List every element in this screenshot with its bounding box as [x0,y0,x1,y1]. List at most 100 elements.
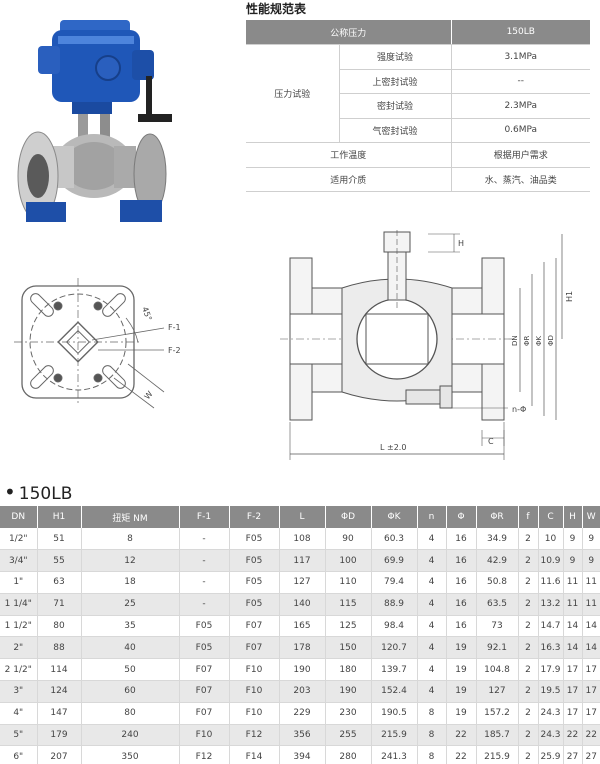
table-cell: 51 [37,528,82,551]
dimension-table-header-cell: Φ [446,506,477,528]
dimension-table-header-cell: ΦR [476,506,519,528]
table-cell: 9 [582,549,600,573]
table-cell: 350 [81,745,180,764]
spec-table: 公称压力 150LB 压力试验 强度试验 3.1MPa 上密封试验 -- 密封试… [246,20,590,192]
table-cell: 19 [446,658,477,682]
table-cell: 4 [417,615,447,638]
spec-row-value: 根据用户需求 [451,142,590,168]
spec-row-value: 2.3MPa [451,93,590,119]
table-cell: 11 [563,593,583,616]
table-cell: 19 [446,636,477,660]
table-cell: 88.9 [371,593,418,616]
table-cell: - [179,528,230,551]
table-cell: 180 [325,658,372,682]
table-cell: 98.4 [371,615,418,638]
spec-row-label: 密封试验 [338,93,452,119]
table-cell: 19.5 [538,680,564,703]
table-cell: 80 [81,702,180,725]
table-cell: 241.3 [371,745,418,764]
table-cell: F10 [179,724,230,747]
table-cell: 17 [582,680,600,703]
dimension-table-header-cell: F-2 [229,506,280,528]
table-cell: 5" [0,724,38,747]
spec-row: 气密封试验 0.6MPa [246,118,590,143]
table-cell: 115 [325,593,372,616]
table-cell: 27 [582,745,600,764]
table-cell: 60 [81,680,180,703]
table-cell: 12 [81,549,180,573]
table-cell: 34.9 [476,528,519,551]
dimension-table-header-cell: L [279,506,326,528]
table-cell: 4 [417,528,447,551]
table-cell: 16 [446,593,477,616]
table-cell: F07 [229,615,280,638]
spec-row-label: 适用介质 [246,167,452,192]
table-cell: 1 1/4" [0,593,38,616]
table-cell: 55 [37,549,82,573]
dimension-table-header-cell: f [518,506,539,528]
table-cell: 100 [325,549,372,573]
table-cell: 124 [37,680,82,703]
flange-f1-label: F-1 [168,323,181,332]
dimension-table-title: •150LB [4,480,72,504]
table-cell: 17 [563,658,583,682]
spec-row: 密封试验 2.3MPa [246,93,590,119]
table-cell: 150 [325,636,372,660]
section-c-label: C [488,437,494,446]
table-cell: 157.2 [476,702,519,725]
table-cell: - [179,571,230,594]
table-cell: 2 [518,549,539,573]
table-cell: 2 [518,680,539,703]
table-cell: 240 [81,724,180,747]
table-cell: 22 [446,724,477,747]
table-cell: 14 [563,615,583,638]
spec-pressure-test-label: 压力试验 [246,44,339,143]
table-cell: 14 [582,636,600,660]
dimension-table-header-cell: ΦK [371,506,418,528]
table-cell: 10 [538,528,564,551]
spec-header-pressure-class: 公称压力 [246,20,452,45]
table-cell: 16.3 [538,636,564,660]
table-cell: F07 [179,680,230,703]
table-cell: 2 [518,528,539,551]
table-cell: 14 [582,615,600,638]
dimension-table-title-text: 150LB [18,484,73,504]
table-cell: F12 [179,745,230,764]
spec-header-row: 公称压力 150LB [246,20,590,45]
table-cell: 42.9 [476,549,519,573]
table-cell: F05 [179,636,230,660]
table-cell: 17 [563,680,583,703]
table-cell: 280 [325,745,372,764]
table-cell: F07 [179,702,230,725]
table-cell: 4" [0,702,38,725]
table-cell: 19 [446,680,477,703]
table-cell: 2 [518,593,539,616]
table-cell: - [179,593,230,616]
table-cell: 27 [563,745,583,764]
table-cell: 9 [563,528,583,551]
table-cell: 1/2" [0,528,38,551]
table-cell: 22 [582,724,600,747]
table-cell: 17.9 [538,658,564,682]
table-cell: 215.9 [476,745,519,764]
section-dn-label: DN [511,335,519,346]
table-cell: 4 [417,593,447,616]
table-cell: 356 [279,724,326,747]
table-cell: F12 [229,724,280,747]
table-cell: 178 [279,636,326,660]
table-cell: F05 [229,528,280,551]
table-cell: 10.9 [538,549,564,573]
table-cell: 11 [582,571,600,594]
spec-row-value: 水、蒸汽、油品类 [451,167,590,192]
table-cell: 3/4" [0,549,38,573]
table-cell: 16 [446,549,477,573]
table-cell: 140 [279,593,326,616]
table-cell: 35 [81,615,180,638]
